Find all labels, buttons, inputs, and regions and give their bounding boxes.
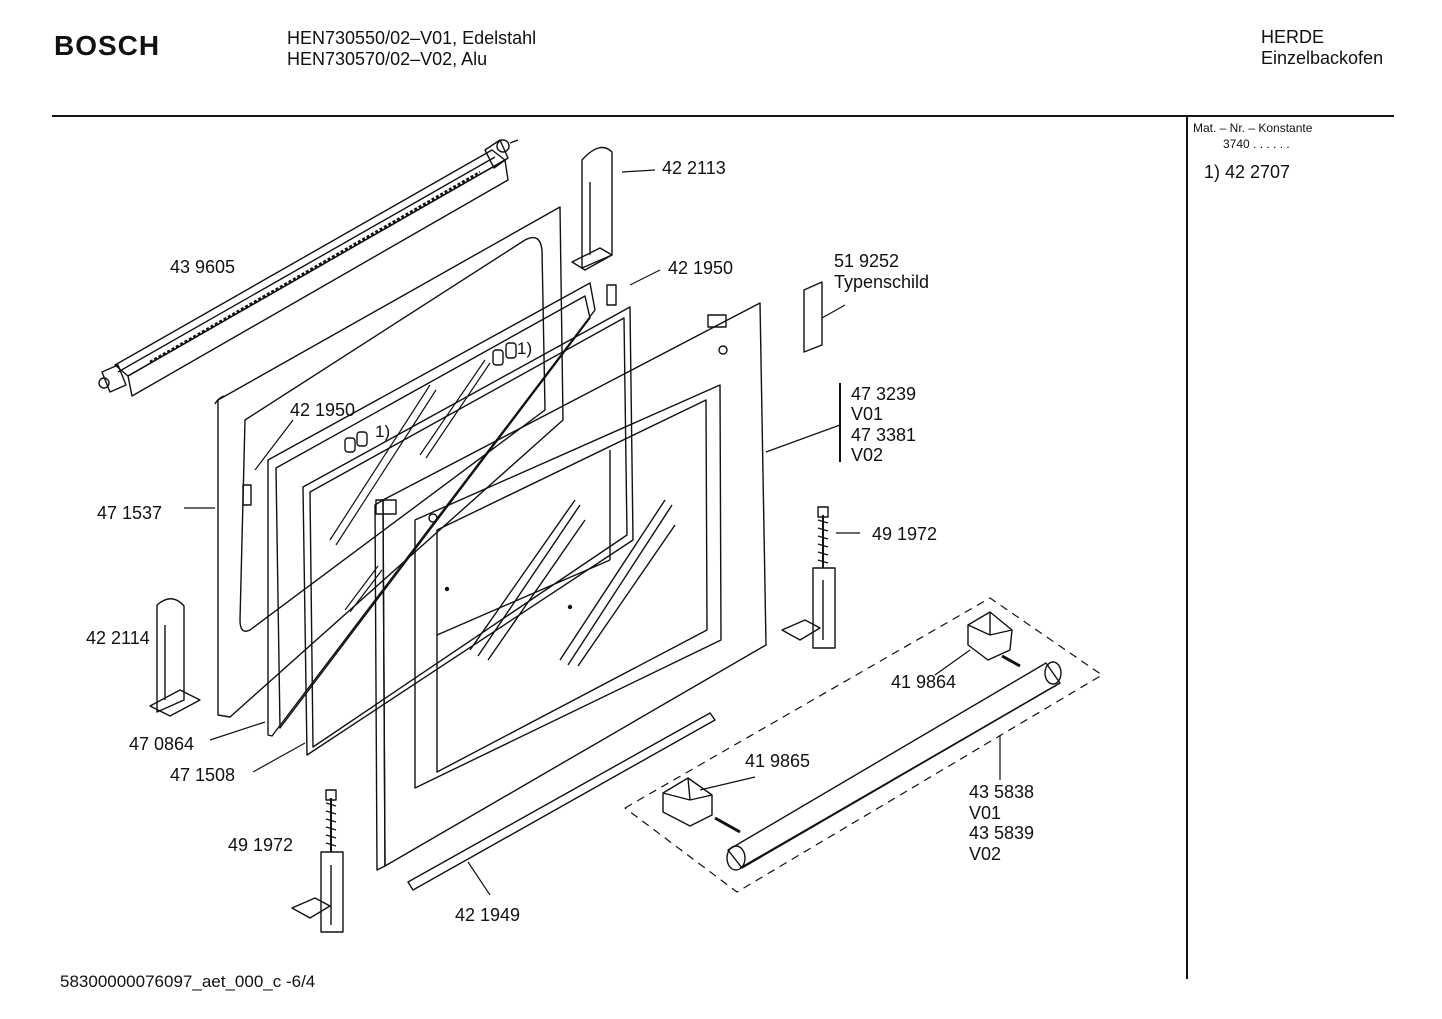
label-473381: 47 3381 [851,425,917,445]
label-422113: 42 2113 [662,158,726,178]
header-divider [52,115,1394,117]
label-439605: 43 9605 [170,257,236,277]
label-419865: 41 9865 [745,751,811,771]
hinge-left-part [291,789,344,933]
mat-nr-label: Mat. – Nr. – Konstante [1193,121,1313,135]
rating-plate-part [803,281,823,353]
document-code: 58300000076097_aet_000_c -6/4 [60,972,316,991]
label-470864: 47 0864 [129,734,195,754]
label-421950-top: 42 1950 [668,258,734,278]
glass-pane-470864-part [267,282,596,737]
glass-footnote-mark-upper: 1) [517,339,532,358]
label-435839: 43 5839 [969,823,1035,843]
handle-holder-upper-part [967,611,1021,668]
label-471508: 47 1508 [170,765,236,785]
label-v01-handle: V01 [969,803,1002,823]
mat-nr-value: 3740 . . . . . . [1223,137,1290,151]
label-421950-left: 42 1950 [290,400,356,420]
spacer-clip-left-part [344,431,368,453]
seal-strip-part [407,712,716,891]
label-491972-right: 49 1972 [872,524,938,544]
handle-holder-lower-part [662,777,741,834]
top-cover-bar-part [98,139,519,397]
glass-reflection-marks [329,359,491,613]
model-line-1: HEN730550/02–V01, Edelstahl [287,28,537,48]
label-422114: 42 2114 [86,628,150,648]
side-panel-divider [1186,117,1188,979]
label-421949: 42 1949 [455,905,521,925]
category-line-2: Einzelbackofen [1261,48,1384,68]
label-419864: 41 9864 [891,672,957,692]
inner-door-frame-part [214,206,564,718]
label-471537: 47 1537 [97,503,163,523]
spacer-clip-right-part [492,342,517,366]
label-v02-door: V02 [851,445,884,465]
handle-assembly-boundary [624,597,1103,893]
label-v01-door: V01 [851,404,884,424]
model-line-2: HEN730570/02–V02, Alu [287,49,488,69]
label-491972-left: 49 1972 [228,835,294,855]
category-line-1: HERDE [1261,27,1325,47]
label-519252: 51 9252 [834,251,900,271]
end-cap-top-part [571,146,613,271]
label-435838: 43 5838 [969,782,1035,802]
footnote-1: 1) 42 2707 [1204,162,1291,182]
end-cap-bottom-part [149,598,201,717]
glass-pane-471508-part [302,306,634,756]
spacer-clip-small-part [242,284,617,506]
outer-door-panel-part [374,302,767,871]
leader-lines [184,169,1001,896]
hinge-right-part [781,506,836,649]
label-v02-handle: V02 [969,844,1002,864]
glass-footnote-mark-lower: 1) [375,422,390,441]
label-473239: 47 3239 [851,384,917,404]
brand-logo: BOSCH [54,30,161,61]
label-typenschild: Typenschild [834,272,930,292]
handle-bar-part [726,661,1062,871]
